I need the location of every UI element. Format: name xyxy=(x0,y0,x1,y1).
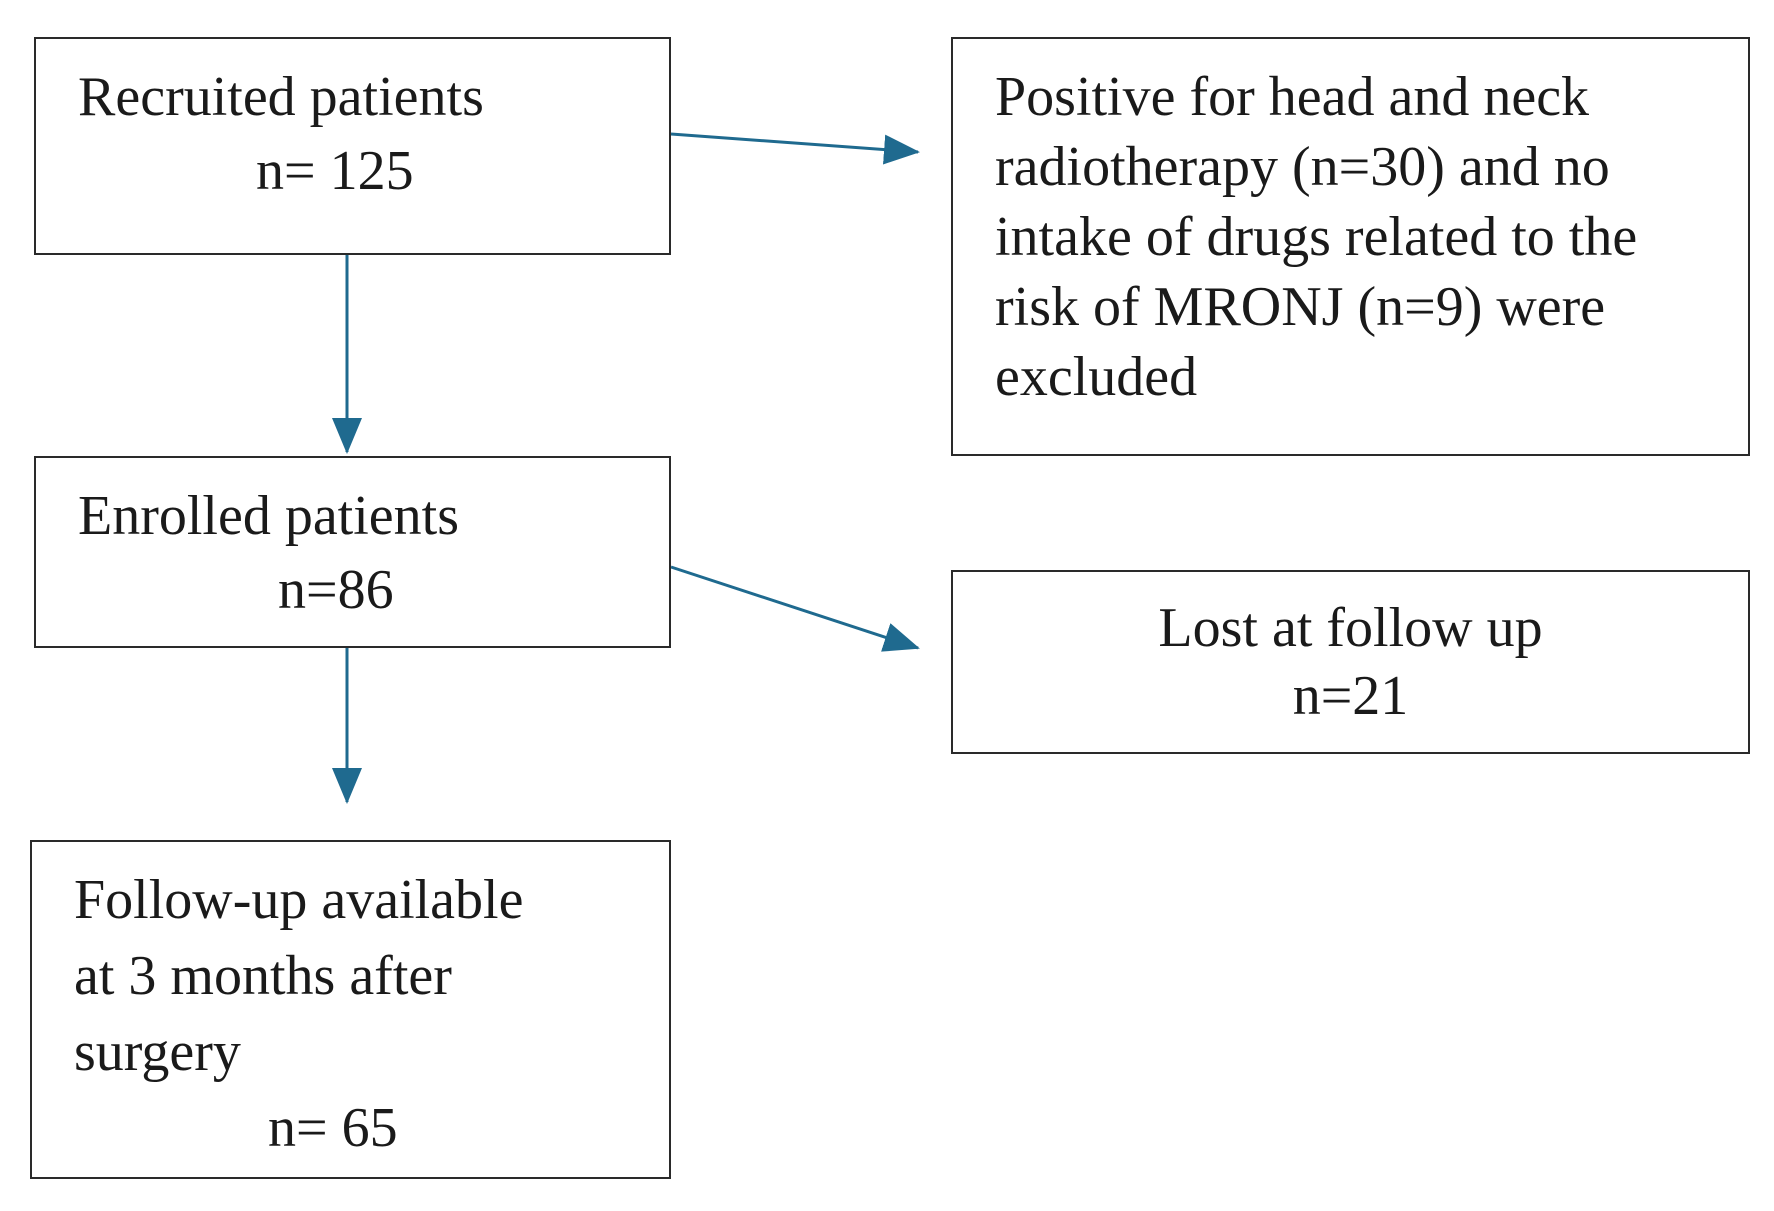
excluded-line-1: Positive for head and neck xyxy=(995,66,1590,128)
excluded-line-3: intake of drugs related to the xyxy=(995,206,1638,268)
enrolled-title: Enrolled patients xyxy=(78,485,460,547)
enrolled-count: n=86 xyxy=(278,559,394,621)
arrow-recruited-to-excluded xyxy=(670,132,920,165)
followup-count: n= 65 xyxy=(268,1097,398,1159)
recruited-count: n= 125 xyxy=(256,140,414,202)
excluded-line-2: radiotherapy (n=30) and no xyxy=(995,136,1610,198)
lost-title: Lost at follow up xyxy=(1158,597,1543,659)
lost-at-follow-up-box: Lost at follow up n=21 xyxy=(951,570,1750,754)
recruited-patients-box: Recruited patients n= 125 xyxy=(34,37,671,255)
excluded-line-4: risk of MRONJ (n=9) were xyxy=(995,276,1606,338)
arrow-enrolled-to-lost xyxy=(670,565,920,652)
excluded-patients-box: Positive for head and neck radiotherapy … xyxy=(951,37,1750,456)
followup-line-2: at 3 months after xyxy=(74,945,452,1007)
followup-line-3: surgery xyxy=(74,1021,241,1083)
follow-up-available-box: Follow-up available at 3 months after su… xyxy=(30,840,671,1179)
followup-line-1: Follow-up available xyxy=(74,869,524,931)
lost-count: n=21 xyxy=(1292,665,1409,727)
recruited-title: Recruited patients xyxy=(78,66,484,128)
enrolled-patients-box: Enrolled patients n=86 xyxy=(34,456,671,648)
excluded-line-5: excluded xyxy=(995,346,1198,408)
